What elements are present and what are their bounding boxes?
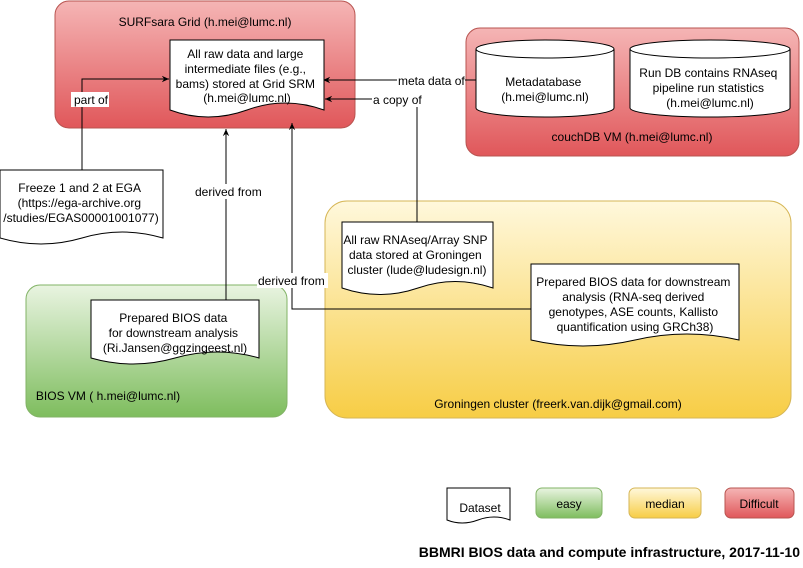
dataset-groningen-raw[interactable]: All raw RNAseq/Array SNP data stored at … bbox=[341, 221, 494, 295]
dataset-bios-prepared-vm[interactable]: Prepared BIOS data for downstream analys… bbox=[90, 299, 260, 365]
metadatabase-line-2: (h.mei@lumc.nl) bbox=[501, 90, 589, 104]
dataset-bios-prepared-gron-line-1: Prepared BIOS data for downstream bbox=[536, 275, 730, 289]
dataset-grid-srm-line-3: bams) stored at Grid SRM bbox=[176, 77, 315, 91]
svg-text:Metadatabase (h.mei@lumc: Metadatabase (h.mei@lumc.nl) bbox=[501, 75, 589, 104]
dataset-ega-line-3: /studies/EGAS00001001077) bbox=[3, 211, 158, 225]
database-metadatabase[interactable]: Metadatabase (h.mei@lumc.nl) bbox=[475, 39, 615, 118]
legend-dataset-label: Dataset bbox=[459, 501, 501, 515]
legend-easy-swatch bbox=[535, 487, 603, 519]
edge-label-part-of: part of bbox=[74, 93, 109, 107]
container-groningen-label: Groningen cluster (freerk.van.dijk@gmail… bbox=[434, 397, 682, 411]
legend-easy: easy bbox=[535, 487, 603, 519]
dataset-groningen-raw-line-1: All raw RNAseq/Array SNP bbox=[343, 233, 487, 247]
container-surfsara-label: SURFsara Grid (h.mei@lumc.nl) bbox=[119, 15, 292, 29]
run-db-line-1: Run DB contains RNAseq bbox=[639, 66, 777, 80]
svg-text:Run DB contains RNAseq p: Run DB contains RNAseq pipeline run stat… bbox=[639, 66, 780, 110]
run-db-line-2: pipeline run statistics bbox=[653, 81, 764, 95]
dataset-bios-prepared-vm-line-1: Prepared BIOS data bbox=[119, 311, 227, 325]
diagram-title: BBMRI BIOS data and compute infrastructu… bbox=[419, 544, 800, 560]
dataset-grid-srm-line-2: intermediate files (e.g., bbox=[185, 62, 306, 76]
legend-difficult-label: Difficult bbox=[739, 497, 779, 511]
svg-text:All raw RNAseq/Array SNP: All raw RNAseq/Array SNP data stored at … bbox=[343, 233, 490, 277]
dataset-bios-prepared-gron-line-4: quantification using GRCh38) bbox=[557, 320, 714, 334]
dataset-ega-line-2: (https://ega-archive.org bbox=[18, 196, 141, 210]
legend-median: median bbox=[628, 487, 702, 519]
run-db-line-3: (h.mei@lumc.nl) bbox=[666, 96, 754, 110]
svg-text:All raw data and large i: All raw data and large intermediate file… bbox=[176, 47, 319, 105]
legend-dataset: Dataset bbox=[446, 487, 511, 524]
svg-text:Prepared BIOS data for d: Prepared BIOS data for downstream analys… bbox=[103, 311, 247, 355]
database-run-db[interactable]: Run DB contains RNAseq pipeline run stat… bbox=[629, 39, 791, 118]
dataset-grid-srm-line-1: All raw data and large bbox=[187, 47, 303, 61]
edge-labels: part of meta data of a copy of derived f… bbox=[71, 73, 465, 288]
dataset-bios-prepared-vm-line-3: (Ri.Jansen@ggzingeest.nl) bbox=[103, 341, 247, 355]
dataset-ega-line-1: Freeze 1 and 2 at EGA bbox=[18, 181, 141, 195]
legend: Dataset easy median Difficult bbox=[446, 487, 795, 524]
dataset-bios-prepared-groningen[interactable]: Prepared BIOS data for downstream analys… bbox=[530, 263, 740, 347]
dataset-bios-prepared-vm-line-2: for downstream analysis bbox=[109, 326, 238, 340]
dataset-groningen-raw-line-3: cluster (lude@ludesign.nl) bbox=[348, 263, 487, 277]
edge-label-a-copy-of: a copy of bbox=[373, 93, 422, 107]
legend-easy-label: easy bbox=[556, 497, 581, 511]
dataset-grid-srm[interactable]: All raw data and large intermediate file… bbox=[169, 39, 325, 118]
dataset-groningen-raw-line-2: data stored at Groningen bbox=[349, 248, 482, 262]
edge-part-of bbox=[81, 75, 169, 170]
legend-median-swatch bbox=[628, 487, 702, 519]
legend-difficult: Difficult bbox=[724, 487, 795, 519]
legend-difficult-swatch bbox=[724, 487, 795, 519]
edge-label-derived-from-groningen: derived from bbox=[258, 274, 325, 288]
container-bios-vm-label: BIOS VM ( h.mei@lumc.nl) bbox=[36, 389, 180, 403]
container-couchdb-label: couchDB VM (h.mei@lumc.nl) bbox=[552, 130, 713, 144]
dataset-bios-prepared-gron-line-2: analysis (RNA-seq derived bbox=[562, 290, 704, 304]
edge-label-derived-from-vm: derived from bbox=[195, 185, 262, 199]
svg-text:Prepared BIOS data for downstr: Prepared BIOS data for downstream analys… bbox=[536, 275, 733, 334]
edge-derived-from-groningen bbox=[288, 122, 531, 310]
edge-label-meta-data-of: meta data of bbox=[398, 74, 465, 88]
dataset-bios-prepared-gron-line-3: genotypes, ASE counts, Kallisto bbox=[549, 305, 719, 319]
svg-text:Freeze 1 and 2 at EGA (h: Freeze 1 and 2 at EGA (https://ega-archi… bbox=[3, 181, 158, 225]
dataset-ega[interactable]: Freeze 1 and 2 at EGA (https://ega-archi… bbox=[0, 169, 164, 245]
dataset-grid-srm-line-4: (h.mei@lumc.nl) bbox=[203, 91, 291, 105]
metadatabase-line-1: Metadatabase bbox=[505, 75, 581, 89]
legend-median-label: median bbox=[645, 497, 684, 511]
